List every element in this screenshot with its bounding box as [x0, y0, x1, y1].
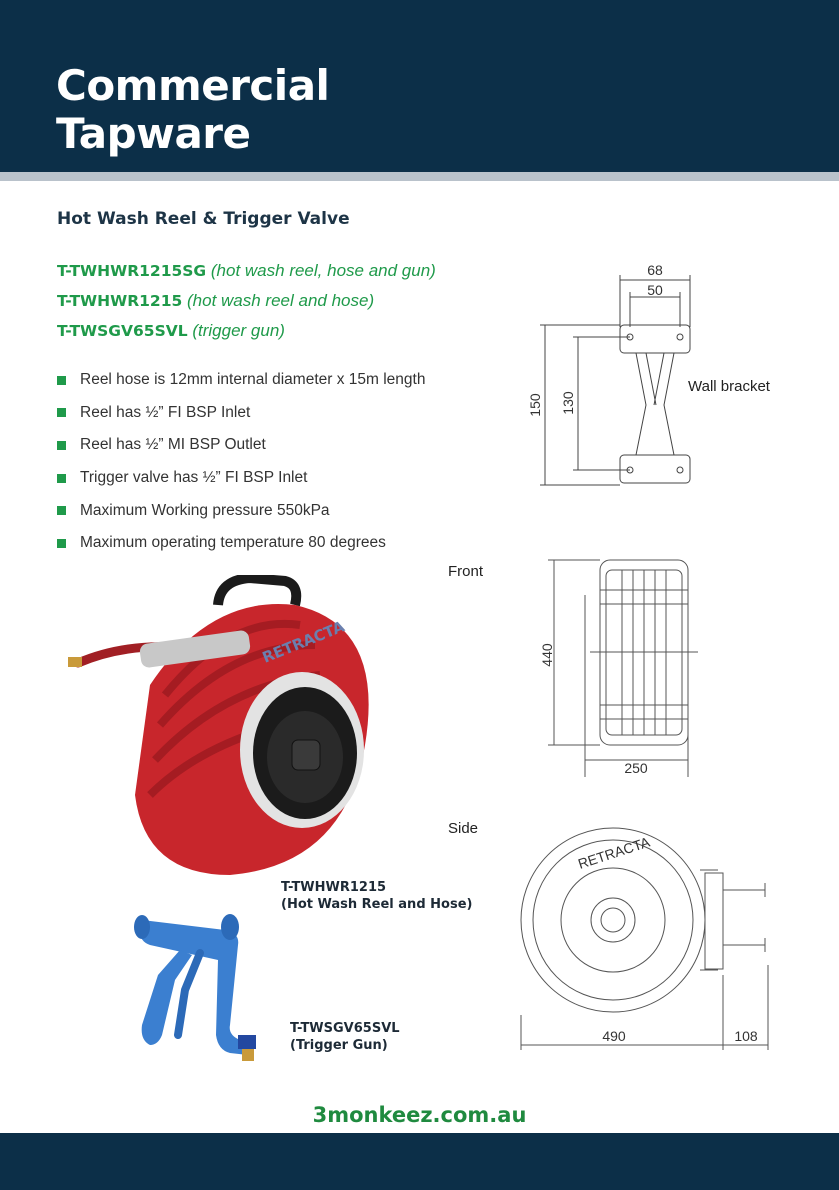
product-code-desc: (trigger gun) [192, 321, 285, 340]
website-link[interactable]: 3monkeez.com.au [312, 1103, 527, 1127]
gun-name: (Trigger Gun) [290, 1038, 388, 1053]
wall-bracket-drawing: 68 50 150 130 [527, 262, 691, 486]
header-band: Commercial Tapware [0, 0, 839, 172]
feature-item: Reel has ½” FI BSP Inlet [57, 397, 425, 430]
wall-bracket-label: Wall bracket [688, 378, 770, 395]
bullet-square-icon [57, 506, 66, 516]
gun-code: T-TWSGV65SVL [290, 1021, 400, 1036]
dim-250: 250 [624, 760, 648, 776]
reel-code: T-TWHWR1215 [281, 880, 387, 895]
product-code: T-TWHWR1215SG [57, 262, 207, 280]
side-view-drawing: RETRACTA 490 108 [520, 827, 769, 1050]
dim-440: 440 [539, 643, 555, 667]
page-title: Commercial Tapware [56, 61, 330, 158]
product-code-desc: (hot wash reel and hose) [187, 291, 375, 310]
header-stripe [0, 172, 839, 181]
front-view-drawing: 440 250 [539, 559, 698, 777]
hose-reel-image: RETRACTA [68, 575, 369, 875]
feature-item: Reel hose is 12mm internal diameter x 15… [57, 364, 425, 397]
feature-item: Trigger valve has ½” FI BSP Inlet [57, 462, 425, 495]
reel-name: (Hot Wash Reel and Hose) [281, 897, 473, 912]
section-subtitle: Hot Wash Reel & Trigger Valve [57, 209, 350, 229]
code-line: T-TWHWR1215SG (hot wash reel, hose and g… [57, 256, 436, 286]
side-label: Side [448, 820, 479, 837]
bullet-square-icon [57, 408, 66, 418]
feature-item: Reel has ½” MI BSP Outlet [57, 429, 425, 462]
feature-text: Maximum operating temperature 80 degrees [80, 534, 386, 552]
footer-band [0, 1133, 839, 1190]
feature-text: Maximum Working pressure 550kPa [80, 501, 330, 519]
dim-130: 130 [560, 391, 576, 415]
gun-caption: T-TWSGV65SVL (Trigger Gun) [290, 1020, 400, 1054]
feature-text: Reel hose is 12mm internal diameter x 15… [80, 371, 426, 389]
bullet-square-icon [57, 473, 66, 483]
dim-150: 150 [527, 393, 543, 417]
product-code: T-TWHWR1215 [57, 292, 183, 310]
side-brand-text: RETRACTA [576, 833, 652, 871]
trigger-gun-image [134, 914, 256, 1061]
dim-490: 490 [602, 1028, 626, 1044]
dim-68: 68 [647, 262, 663, 278]
dim-108: 108 [734, 1028, 758, 1044]
product-code-desc: (hot wash reel, hose and gun) [210, 261, 436, 280]
code-line: T-TWSGV65SVL (trigger gun) [57, 316, 436, 346]
bullet-square-icon [57, 375, 66, 385]
feature-text: Trigger valve has ½” FI BSP Inlet [80, 469, 308, 487]
feature-text: Reel has ½” FI BSP Inlet [80, 403, 251, 421]
code-line: T-TWHWR1215 (hot wash reel and hose) [57, 286, 436, 316]
front-label: Front [448, 563, 484, 580]
bullet-square-icon [57, 440, 66, 450]
feature-text: Reel has ½” MI BSP Outlet [80, 436, 266, 454]
feature-item: Maximum operating temperature 80 degrees [57, 527, 425, 560]
dim-50: 50 [647, 282, 663, 298]
feature-item: Maximum Working pressure 550kPa [57, 494, 425, 527]
product-codes: T-TWHWR1215SG (hot wash reel, hose and g… [57, 256, 436, 346]
feature-list: Reel hose is 12mm internal diameter x 15… [57, 364, 425, 560]
bullet-square-icon [57, 538, 66, 548]
reel-caption: T-TWHWR1215 (Hot Wash Reel and Hose) [281, 879, 472, 913]
title-line-1: Commercial [56, 61, 330, 110]
title-line-2: Tapware [56, 109, 251, 158]
product-code: T-TWSGV65SVL [57, 322, 188, 340]
